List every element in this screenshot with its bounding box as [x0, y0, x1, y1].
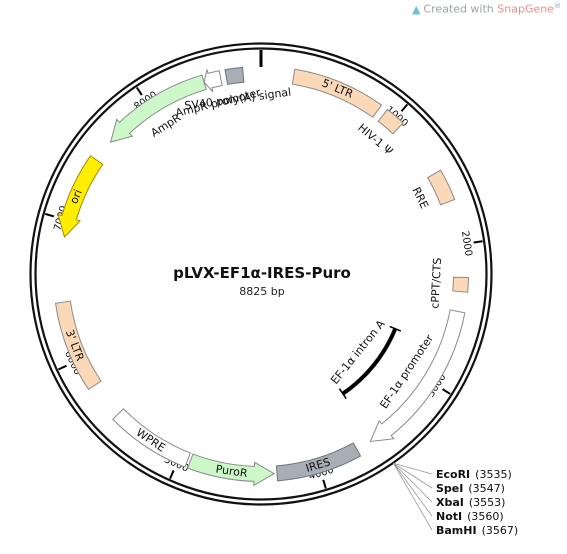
site-leader-BamHI: [393, 463, 433, 531]
tick-6000: [57, 364, 67, 371]
tick-3000: [442, 388, 451, 395]
feature-ampr[interactable]: [109, 74, 207, 143]
feature-amprprom[interactable]: [203, 69, 223, 93]
site-label-SpeI[interactable]: SpeI (3547): [436, 482, 505, 495]
intron-end-1: [338, 388, 347, 400]
feature-label-ori: ori: [67, 188, 85, 206]
site-name: BamHI: [436, 524, 477, 537]
site-label-EcoRI[interactable]: EcoRI (3535): [436, 468, 512, 481]
snapgene-logo-icon: ▲: [411, 2, 421, 16]
feature-cppt[interactable]: [452, 276, 469, 293]
feature-ori[interactable]: [57, 155, 104, 238]
feature-ires[interactable]: [275, 442, 362, 482]
feature-sv40[interactable]: [224, 66, 245, 85]
site-label-BamHI[interactable]: BamHI (3567): [436, 524, 518, 537]
tick-label-2000: 2000: [459, 230, 474, 257]
feature-3ltr[interactable]: [55, 300, 102, 391]
plasmid-name: pLVX-EF1α-IRES-Puro: [173, 264, 351, 282]
intron-arc[interactable]: [341, 327, 398, 396]
site-name: NotI: [436, 510, 462, 523]
ring-inner-line: [34, 47, 488, 501]
feature-5ltr[interactable]: [291, 68, 383, 118]
snapgene-credit: ▲Created with SnapGene®: [412, 2, 561, 16]
site-name: EcoRI: [436, 468, 470, 481]
feature-label-cppt: cPPT/CTS: [428, 257, 444, 309]
feature-label-puror: PuroR: [215, 463, 249, 481]
credit-brand: SnapGene: [497, 2, 554, 16]
site-pos: (3567): [482, 524, 519, 537]
feature-rre[interactable]: [426, 169, 456, 206]
tick-1000: [400, 103, 409, 112]
site-pos: (3535): [475, 468, 512, 481]
tick-8000: [136, 86, 143, 96]
site-name: SpeI: [436, 482, 463, 495]
site-pos: (3547): [468, 482, 505, 495]
site-label-XbaI[interactable]: XbaI (3553): [436, 496, 505, 509]
feature-puror[interactable]: [187, 453, 276, 487]
intron-label: EF-1α intron A: [328, 317, 388, 386]
site-leader-NotI: [393, 463, 433, 517]
site-leader-SpeI: [393, 462, 433, 489]
backbone-ring: [29, 42, 493, 506]
feature-label-rre: RRE: [410, 185, 431, 211]
site-leader-XbaI: [393, 462, 433, 503]
ring-outer-line: [29, 42, 493, 506]
credit-prefix: Created with: [423, 2, 494, 16]
feature-ef1a[interactable]: [369, 309, 466, 443]
credit-mark: ®: [554, 2, 561, 10]
intron-end-0: [389, 325, 402, 332]
site-pos: (3553): [469, 496, 506, 509]
feature-wpre[interactable]: [112, 408, 192, 468]
tick-4000: [322, 479, 327, 489]
plasmid-size: 8825 bp: [239, 285, 284, 298]
tick-5000: [169, 470, 175, 480]
restriction-sites: EcoRI (3535) SpeI (3547) XbaI (3553) NotI (3560…: [393, 462, 518, 537]
site-leader-EcoRI: [393, 462, 433, 475]
tick-2000: [473, 240, 483, 244]
tick-7000: [44, 212, 55, 218]
site-pos: (3560): [467, 510, 504, 523]
site-label-NotI[interactable]: NotI (3560): [436, 510, 504, 523]
site-name: XbaI: [436, 496, 464, 509]
plasmid-center: pLVX-EF1α-IRES-Puro 8825 bp: [173, 264, 351, 298]
feature-hiv1psi[interactable]: [377, 108, 404, 135]
